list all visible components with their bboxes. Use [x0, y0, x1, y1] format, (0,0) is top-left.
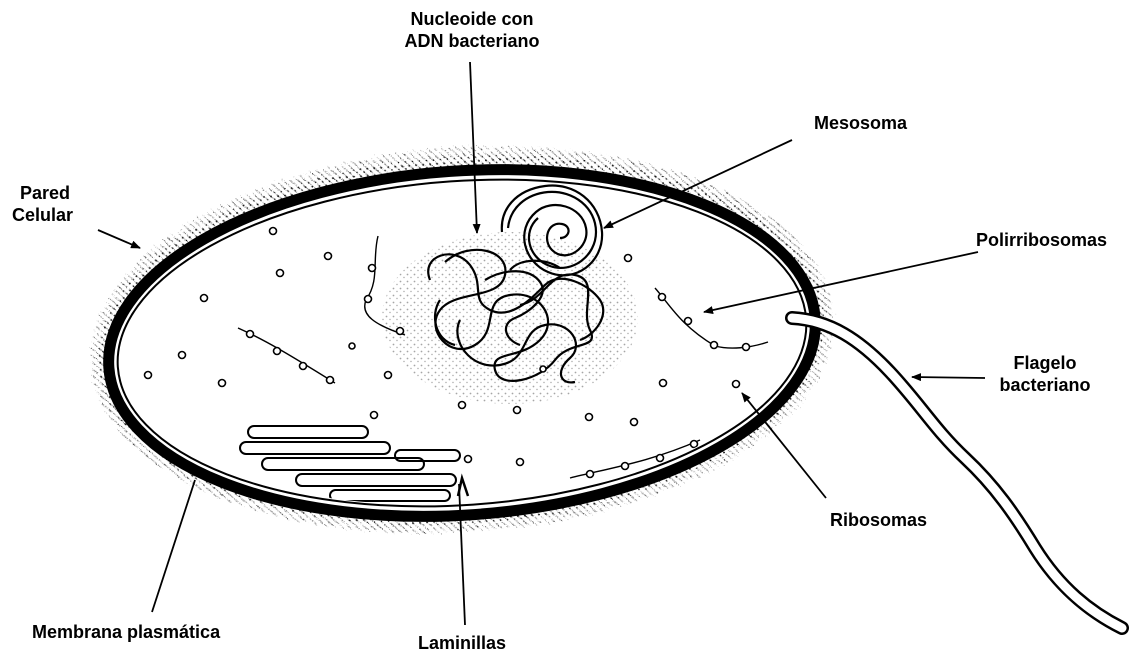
label-flagelo-line2: bacteriano: [990, 374, 1100, 396]
label-nucleoide: Nucleoide con ADN bacteriano: [382, 8, 562, 52]
label-nucleoide-line2: ADN bacteriano: [382, 30, 562, 52]
label-polirribosomas: Polirribosomas: [976, 229, 1107, 251]
label-laminillas: Laminillas: [418, 632, 506, 654]
label-mesosoma: Mesosoma: [814, 112, 907, 134]
label-pared: Pared Celular: [12, 182, 73, 226]
label-nucleoide-line1: Nucleoide con: [382, 8, 562, 30]
arrow-flagelo: [912, 377, 985, 378]
nucleoid-region: [382, 232, 638, 404]
label-pared-line1: Pared: [12, 182, 73, 204]
label-flagelo-line1: Flagelo: [990, 352, 1100, 374]
arrow-pared: [98, 230, 140, 248]
label-ribosomas: Ribosomas: [830, 509, 927, 531]
label-membrana: Membrana plasmática: [32, 621, 220, 643]
label-flagelo: Flagelo bacteriano: [990, 352, 1100, 396]
line-membrana: [152, 480, 195, 612]
label-pared-line2: Celular: [12, 204, 73, 226]
